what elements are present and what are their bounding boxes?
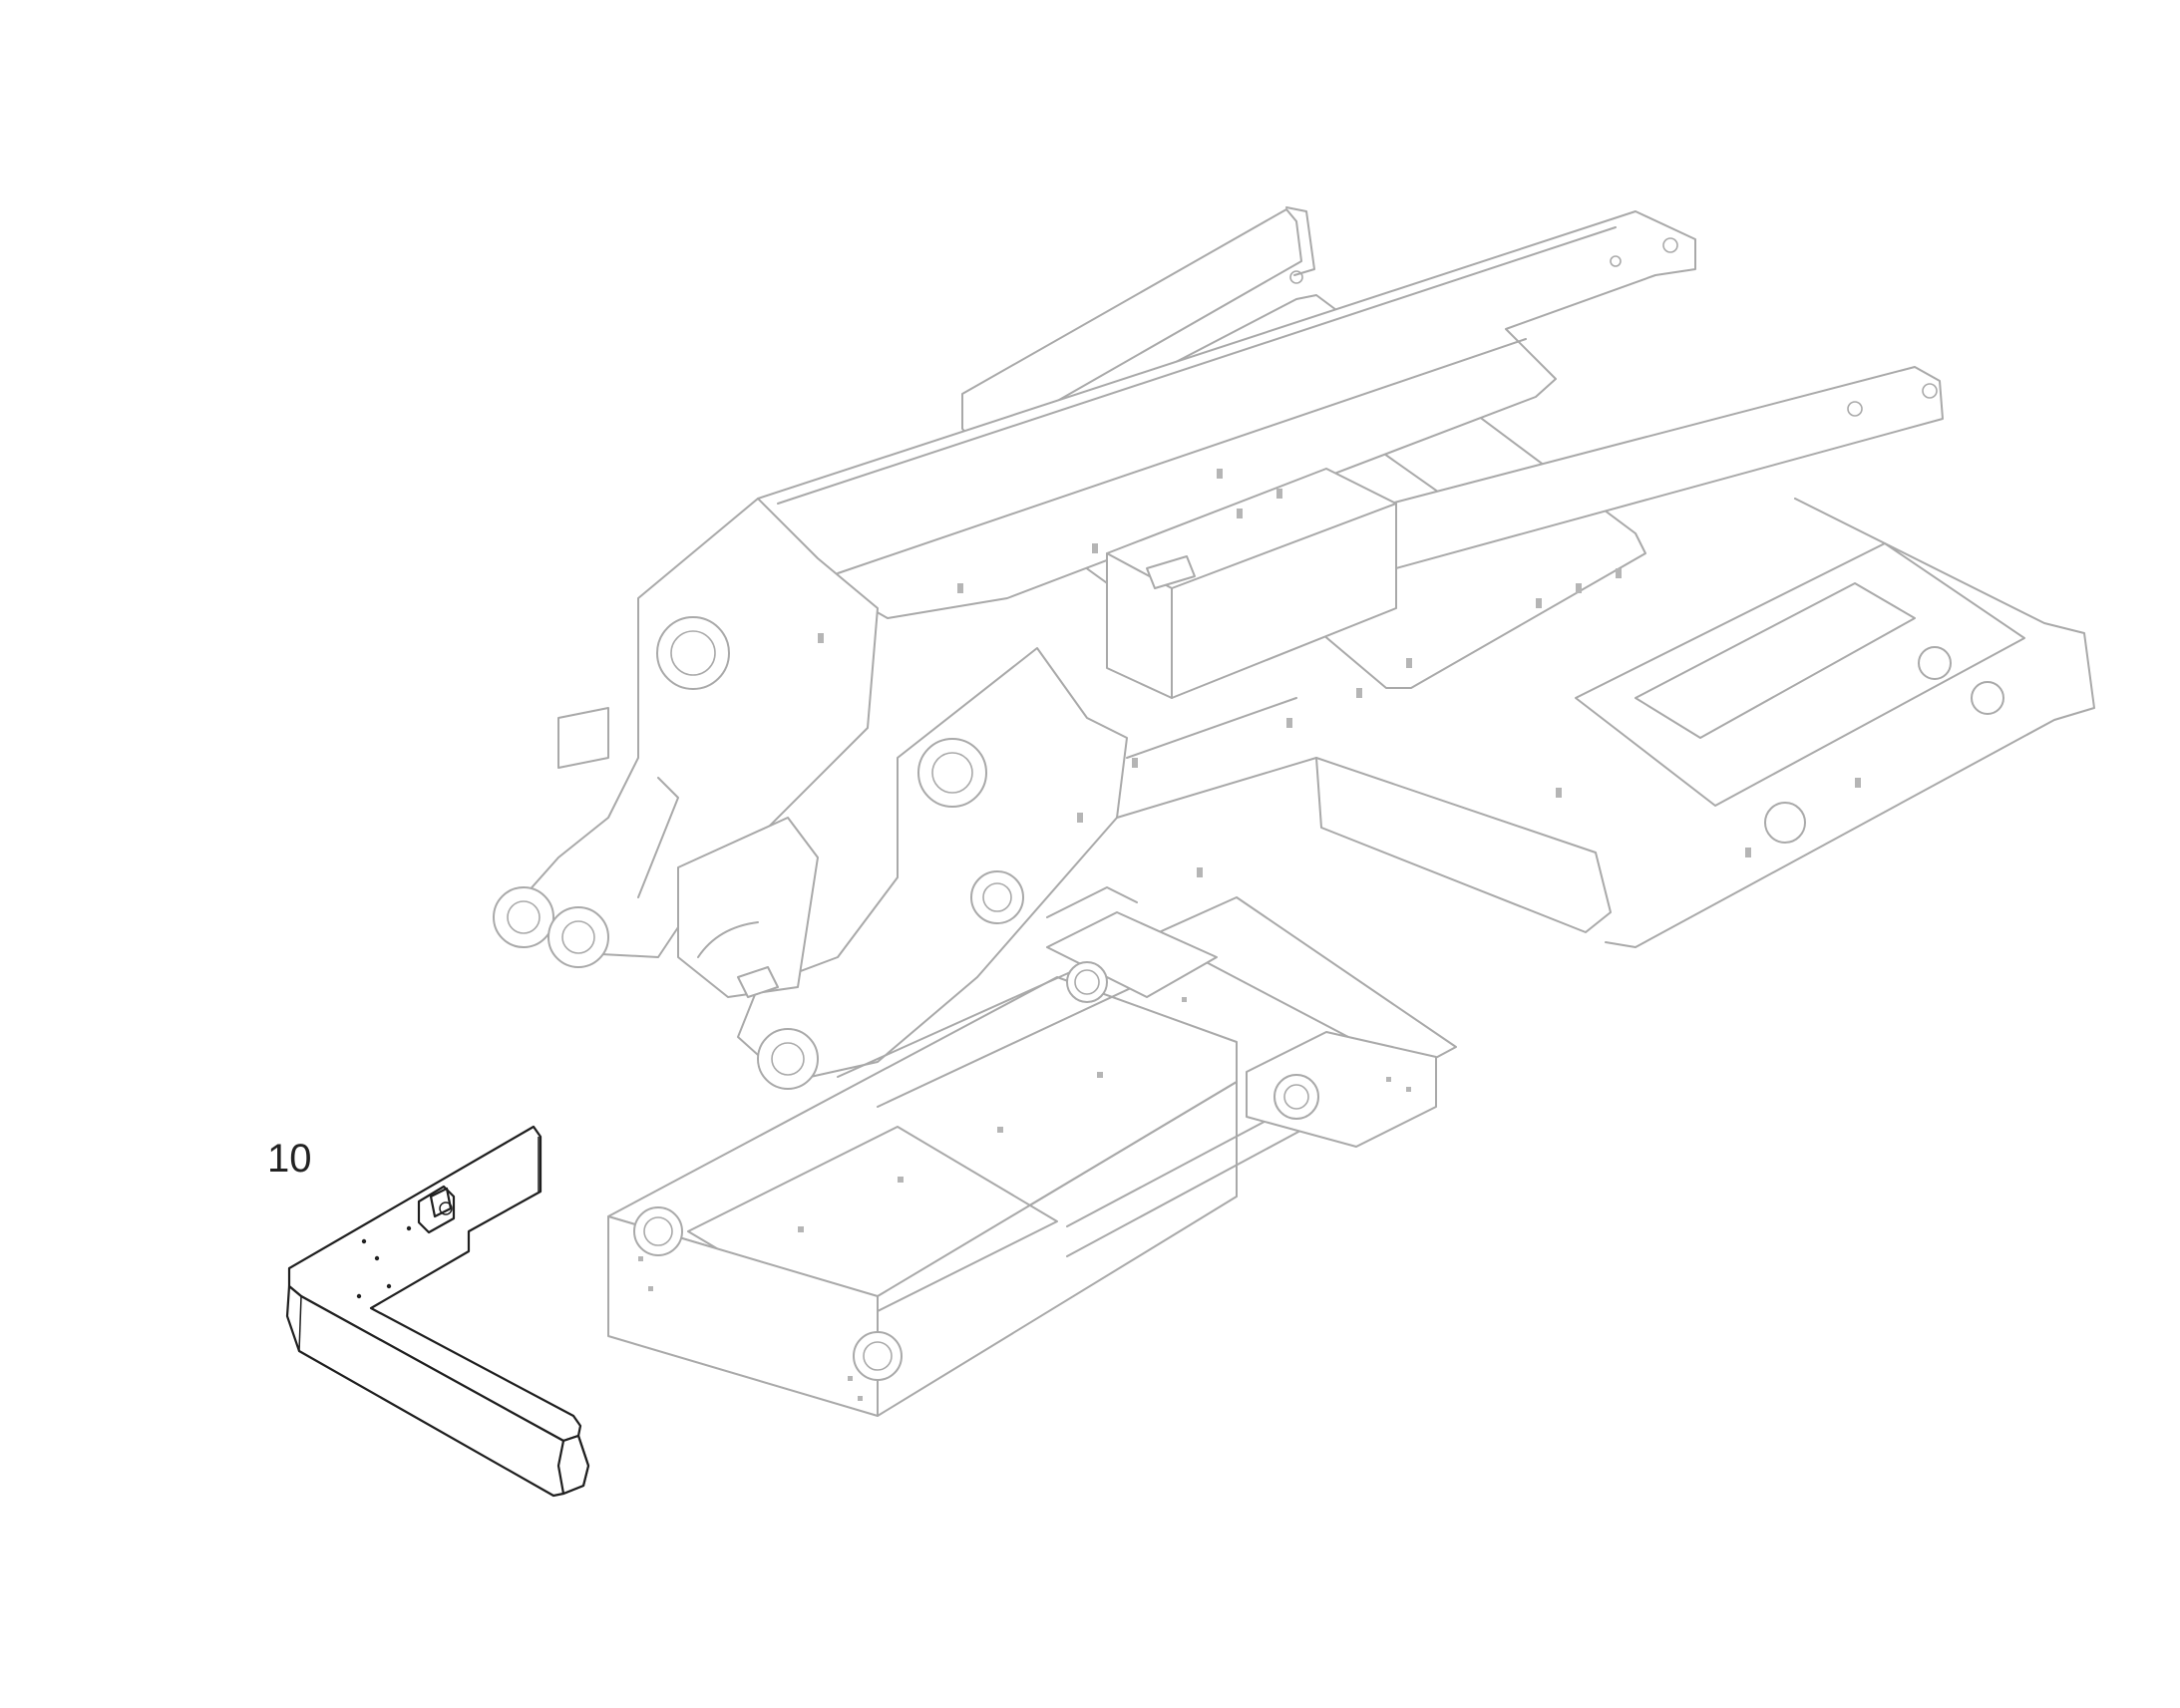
center-opening	[677, 817, 819, 998]
central-box-section	[1106, 468, 1397, 699]
right-side-frame	[1256, 366, 2095, 948]
boom-side-plate-rear	[493, 498, 879, 968]
callout-label-10: 10	[267, 1137, 312, 1181]
chassis-frame	[493, 206, 2095, 1417]
fastener-holes	[638, 469, 1861, 1401]
lower-undercarriage-frame	[557, 707, 1457, 1417]
rear-fender-guard[interactable]	[285, 1125, 590, 1498]
boom-side-plate-front	[737, 647, 1317, 1090]
